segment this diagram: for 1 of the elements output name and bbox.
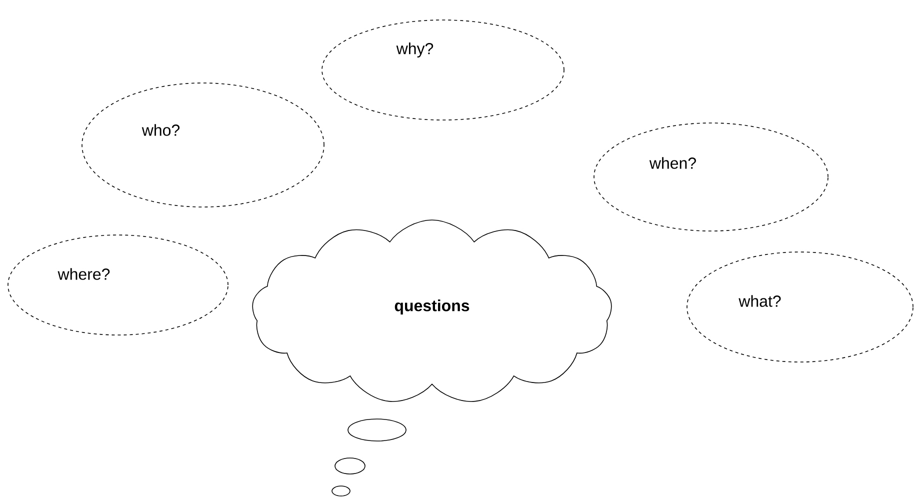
thought-cloud: questions <box>252 220 612 402</box>
